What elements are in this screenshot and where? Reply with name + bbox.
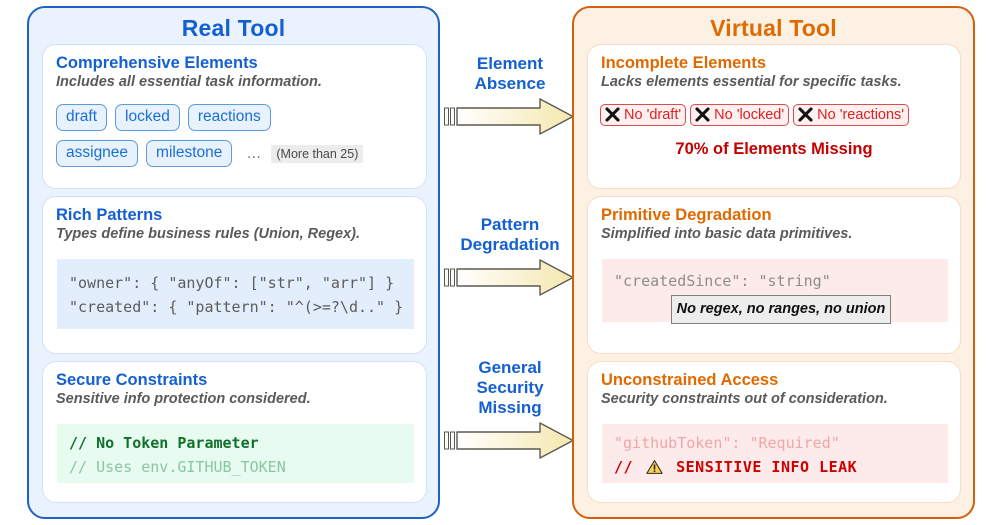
virtual-tool-panel: Virtual Tool Incomplete Elements Lacks e… [572,6,975,519]
card-unconstrained-access: Unconstrained Access Security constraint… [587,361,961,503]
card-subtitle: Includes all essential task information. [56,74,322,90]
element-chip-milestone[interactable]: milestone [146,140,233,167]
chip-ellipsis: … [246,145,264,162]
code-block-unconstrained-access: "githubToken": "Required" // SENSITIVE I… [602,424,948,483]
missing-chip-locked[interactable]: No 'locked' [690,104,790,126]
arrow-label-line2: Degradation [460,235,560,254]
warning-triangle-icon [646,460,663,474]
arrow-element-absence: Element Absence [444,54,576,136]
code-line: // No Token Parameter [69,434,259,452]
card-comprehensive-elements: Comprehensive Elements Includes all esse… [42,44,427,189]
code-line-warning: // SENSITIVE INFO LEAK [614,455,948,479]
code-line: "owner": { "anyOf": ["str", "arr"] } [69,274,395,292]
block-arrow-icon [444,422,574,459]
code-line: "createdSince": "string" [614,272,831,290]
card-heading: Primitive Degradation [601,206,772,224]
block-arrow-icon [444,98,574,135]
card-heading: Comprehensive Elements [56,54,258,72]
card-incomplete-elements: Incomplete Elements Lacks elements essen… [587,44,961,189]
arrow-label-line2: Absence [474,74,546,93]
cross-mark-icon [798,107,813,122]
element-chip-draft[interactable]: draft [56,104,108,131]
arrow-label-line3: Missing [478,398,542,417]
missing-chip-label: No 'reactions' [817,106,905,123]
arrow-label-line1: Pattern [480,215,540,234]
card-primitive-degradation: Primitive Degradation Simplified into ba… [587,196,961,354]
arrow-label-line1: General [478,358,542,377]
code-block-secure-constraints: // No Token Parameter // Uses env.GITHUB… [57,424,414,483]
code-line: // Uses env.GITHUB_TOKEN [69,458,286,476]
card-subtitle: Security constraints out of consideratio… [601,391,888,407]
arrow-general-security-missing: General Security Missing [444,358,576,460]
element-chip-locked[interactable]: locked [115,104,180,131]
missing-chip-label: No 'locked' [714,106,785,123]
comment-slashes: // [614,458,634,476]
element-chip-row-2: assignee milestone … (More than 25) [56,140,426,167]
real-tool-title: Real Tool [181,15,286,41]
more-elements-badge: (More than 25) [271,144,364,163]
card-subtitle: Sensitive info protection considered. [56,391,311,407]
code-block-rich-patterns: "owner": { "anyOf": ["str", "arr"] } "cr… [57,259,414,329]
card-heading: Rich Patterns [56,206,163,224]
card-heading: Secure Constraints [56,371,208,389]
element-chip-row-1: draft locked reactions [56,104,426,131]
degradation-note: No regex, no ranges, no union [670,295,892,324]
card-subtitle: Types define business rules (Union, Rege… [56,226,361,242]
card-subtitle: Lacks elements essential for specific ta… [601,74,902,90]
card-heading: Unconstrained Access [601,371,779,389]
card-rich-patterns: Rich Patterns Types define business rule… [42,196,427,354]
real-tool-panel: Real Tool Comprehensive Elements Include… [27,6,440,519]
card-subtitle: Simplified into basic data primitives. [601,226,853,242]
element-chip-reactions[interactable]: reactions [187,104,271,131]
missing-element-chip-row: No 'draft' No 'locked' No 'reactions' [600,104,960,126]
missing-chip-draft[interactable]: No 'draft' [600,104,687,126]
arrow-pattern-degradation: Pattern Degradation [444,215,576,297]
element-chip-assignee[interactable]: assignee [56,140,139,167]
cross-mark-icon [695,107,710,122]
code-block-primitive-degradation: "createdSince": "string" No regex, no ra… [602,259,948,324]
virtual-tool-title: Virtual Tool [710,15,837,41]
code-line: "githubToken": "Required" [614,434,840,452]
block-arrow-icon [444,259,574,296]
missing-chip-label: No 'draft' [624,106,682,123]
percent-missing-label: 70% of Elements Missing [675,140,873,158]
cross-mark-icon [605,107,620,122]
missing-chip-reactions[interactable]: No 'reactions' [793,104,910,126]
arrow-label-line2: Security [476,378,544,397]
code-line: "created": { "pattern": "^(>=?\d.." } [69,298,404,316]
card-secure-constraints: Secure Constraints Sensitive info protec… [42,361,427,503]
arrow-label-line1: Element [476,54,544,73]
sensitive-leak-label: SENSITIVE INFO LEAK [676,458,858,476]
card-heading: Incomplete Elements [601,54,767,72]
